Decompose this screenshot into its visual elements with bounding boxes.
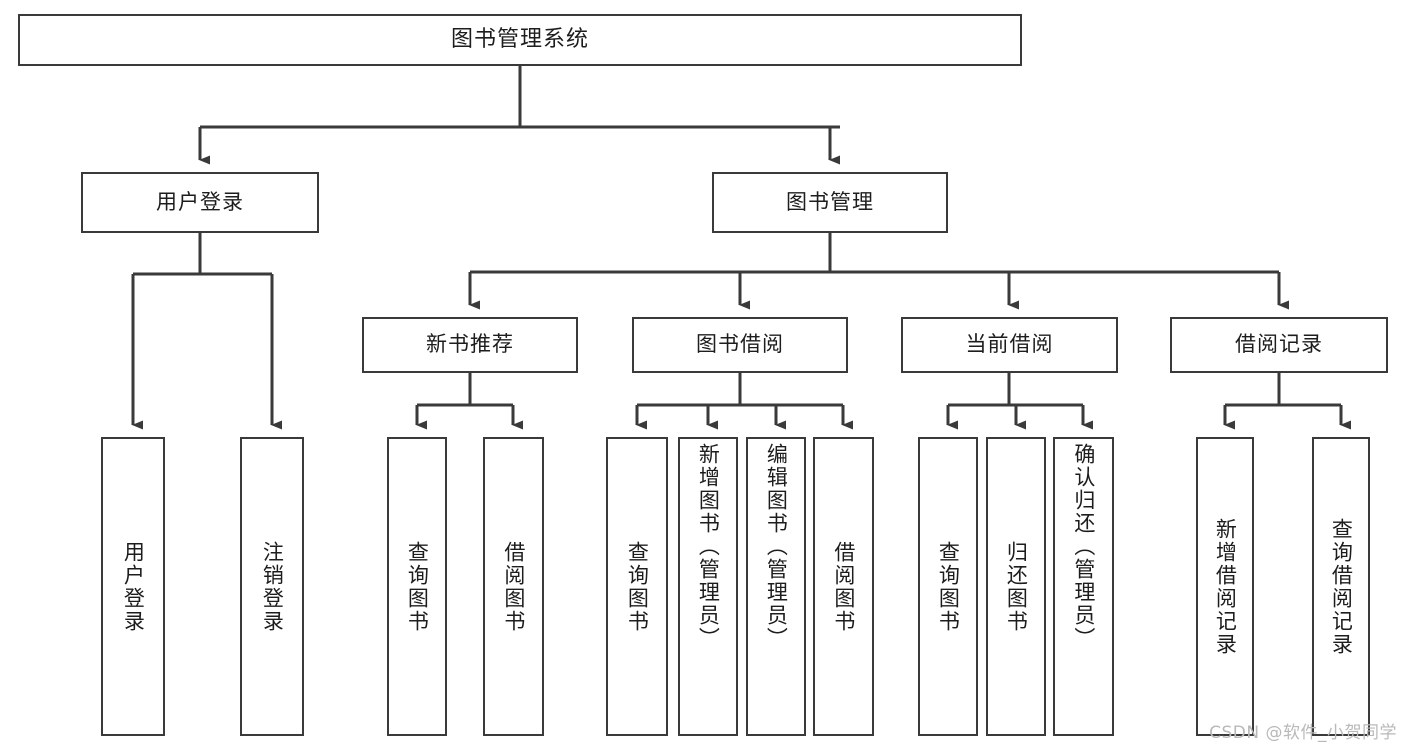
node-root-book-management-system[interactable]: 图书管理系统 xyxy=(18,14,1022,66)
leaf-edit-book-admin[interactable]: 编辑图书（管理员） xyxy=(746,437,806,736)
node-label: 图书管理系统 xyxy=(450,26,589,52)
node-label: 用户登录 xyxy=(121,540,146,633)
node-book-management[interactable]: 图书管理 xyxy=(712,172,948,233)
node-new-book-recommendation[interactable]: 新书推荐 xyxy=(362,317,578,373)
edges-newbook-to-leaves xyxy=(415,373,523,430)
edges-borrow-to-leaves xyxy=(635,373,853,430)
leaf-add-book-admin[interactable]: 新增图书（管理员） xyxy=(678,437,738,736)
leaf-query-books-borrow[interactable]: 查询图书 xyxy=(606,437,668,736)
edges-userlogin-to-leaves xyxy=(131,233,282,430)
edges-record-to-leaves xyxy=(1223,373,1351,430)
leaf-query-books-current[interactable]: 查询图书 xyxy=(918,437,978,736)
csdn-watermark: CSDN @软件_小贺同学 xyxy=(1209,723,1397,743)
node-label: 归还图书 xyxy=(1004,540,1029,633)
leaf-add-borrow-record[interactable]: 新增借阅记录 xyxy=(1196,437,1254,736)
node-label: 借阅记录 xyxy=(1235,332,1323,357)
node-current-borrowing[interactable]: 当前借阅 xyxy=(901,317,1118,373)
node-label: 查询图书 xyxy=(936,540,961,633)
node-label: 注销登录 xyxy=(260,540,285,633)
edges-root-to-level2 xyxy=(198,66,840,165)
node-user-login[interactable]: 用户登录 xyxy=(81,172,319,233)
node-label: 查询图书 xyxy=(405,540,430,633)
node-label: 查询借阅记录 xyxy=(1329,517,1354,656)
node-label: 查询图书 xyxy=(625,540,650,633)
node-label: 确认归还（管理员） xyxy=(1071,443,1096,650)
node-label: 新增图书（管理员） xyxy=(696,443,721,650)
leaf-borrow-books[interactable]: 借阅图书 xyxy=(813,437,874,736)
leaf-query-borrow-record[interactable]: 查询借阅记录 xyxy=(1312,437,1370,736)
node-label: 图书借阅 xyxy=(696,332,784,357)
leaf-query-books-newbook[interactable]: 查询图书 xyxy=(387,437,447,736)
leaf-user-login[interactable]: 用户登录 xyxy=(101,437,165,736)
edges-bookmgmt-to-level3 xyxy=(468,233,1289,310)
edges-current-to-leaves xyxy=(946,373,1093,430)
leaf-confirm-return-admin[interactable]: 确认归还（管理员） xyxy=(1053,437,1114,736)
node-label: 编辑图书（管理员） xyxy=(764,443,789,650)
node-label: 用户登录 xyxy=(156,189,244,214)
node-label: 图书管理 xyxy=(786,189,874,214)
node-label: 新增借阅记录 xyxy=(1213,517,1238,656)
node-label: 当前借阅 xyxy=(965,332,1054,357)
node-book-borrowing[interactable]: 图书借阅 xyxy=(632,317,848,373)
node-label: 借阅图书 xyxy=(831,540,856,633)
leaf-logout[interactable]: 注销登录 xyxy=(240,437,304,736)
node-label: 借阅图书 xyxy=(501,540,526,633)
node-label: 新书推荐 xyxy=(426,332,514,357)
node-borrowing-record[interactable]: 借阅记录 xyxy=(1170,317,1388,373)
leaf-return-books[interactable]: 归还图书 xyxy=(986,437,1046,736)
leaf-borrow-books-newbook[interactable]: 借阅图书 xyxy=(483,437,544,736)
